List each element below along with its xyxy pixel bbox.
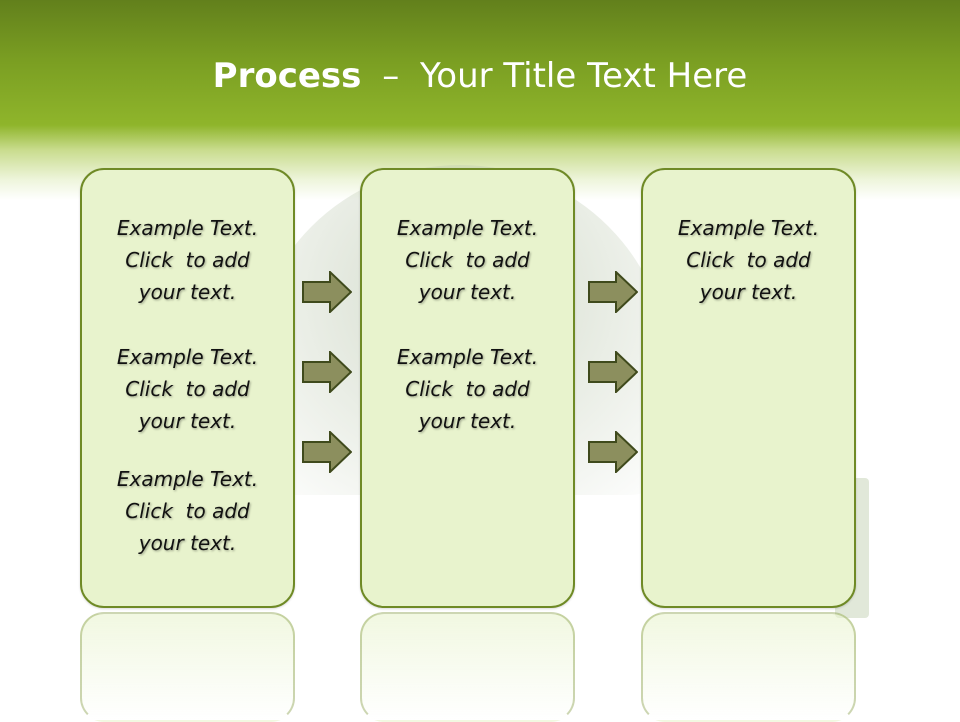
- slide-title[interactable]: Process – Your Title Text Here: [0, 52, 960, 100]
- text-line: Click to add: [125, 377, 250, 401]
- title-separator: –: [382, 56, 400, 96]
- text-line: Click to add: [686, 248, 811, 272]
- process-box-1[interactable]: Example Text. Click to add your text. Ex…: [80, 168, 295, 608]
- box-reflection: [641, 612, 856, 722]
- text-line: Example Text.: [396, 345, 539, 369]
- text-block[interactable]: Example Text. Click to add your text.: [643, 212, 854, 308]
- title-bold: Process: [212, 56, 362, 96]
- text-block[interactable]: Example Text. Click to add your text.: [82, 341, 293, 437]
- text-line: your text.: [699, 280, 798, 304]
- text-line: Example Text.: [116, 467, 259, 491]
- right-arrow-icon: [588, 351, 638, 393]
- right-arrow-icon: [302, 431, 352, 473]
- text-line: Example Text.: [396, 216, 539, 240]
- title-text: Your Title Text Here: [420, 56, 748, 96]
- box-reflection: [80, 612, 295, 722]
- right-arrow-icon: [588, 431, 638, 473]
- text-block[interactable]: Example Text. Click to add your text.: [82, 463, 293, 559]
- text-line: Click to add: [405, 248, 530, 272]
- text-line: Click to add: [125, 499, 250, 523]
- text-line: your text.: [138, 409, 237, 433]
- text-block[interactable]: Example Text. Click to add your text.: [362, 341, 573, 437]
- right-arrow-icon: [302, 351, 352, 393]
- text-block[interactable]: Example Text. Click to add your text.: [362, 212, 573, 308]
- text-line: Example Text.: [116, 216, 259, 240]
- text-line: your text.: [418, 409, 517, 433]
- process-box-2[interactable]: Example Text. Click to add your text. Ex…: [360, 168, 575, 608]
- right-arrow-icon: [302, 271, 352, 313]
- process-box-3[interactable]: Example Text. Click to add your text.: [641, 168, 856, 608]
- text-line: Click to add: [125, 248, 250, 272]
- text-line: your text.: [418, 280, 517, 304]
- text-line: Example Text.: [677, 216, 820, 240]
- box-reflection: [360, 612, 575, 722]
- text-block[interactable]: Example Text. Click to add your text.: [82, 212, 293, 308]
- text-line: Click to add: [405, 377, 530, 401]
- text-line: Example Text.: [116, 345, 259, 369]
- text-line: your text.: [138, 280, 237, 304]
- right-arrow-icon: [588, 271, 638, 313]
- text-line: your text.: [138, 531, 237, 555]
